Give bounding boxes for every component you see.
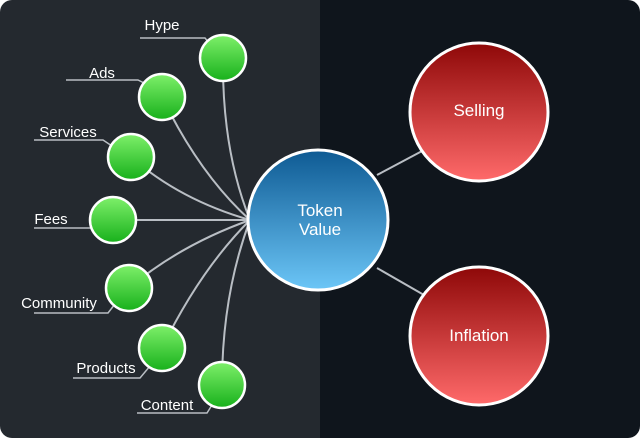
detractor-circle	[408, 41, 550, 183]
driver-circle	[197, 360, 247, 410]
detractor-label: Inflation	[449, 326, 509, 345]
driver-node-services: Services	[39, 124, 156, 182]
driver-label: Services	[39, 124, 97, 141]
label-leader-line	[34, 139, 113, 147]
driver-node-content: Content	[141, 360, 247, 414]
driver-circle	[198, 33, 248, 83]
detractor-node-inflation: Inflation	[408, 265, 550, 407]
driver-circle	[104, 263, 154, 313]
driver-label: Community	[21, 295, 97, 312]
driver-node-community: Community	[21, 263, 154, 313]
driver-circle	[88, 195, 138, 245]
connector-line	[376, 267, 425, 296]
driver-node-products: Products	[76, 323, 187, 377]
driver-label: Content	[141, 397, 194, 414]
label-underlines	[34, 37, 213, 414]
center-circle	[246, 148, 390, 292]
center-node-token-value: Token Value	[246, 148, 390, 292]
label-leader-line	[137, 404, 213, 414]
driver-node-hype: Hype	[144, 17, 248, 83]
center-label-line1: Token	[297, 201, 342, 220]
driver-label: Products	[76, 360, 135, 377]
driver-label: Ads	[89, 65, 115, 82]
driver-node-ads: Ads	[89, 65, 187, 122]
driver-circle	[137, 72, 187, 122]
driver-label: Hype	[144, 17, 179, 34]
detractor-circle	[408, 265, 550, 407]
driver-node-fees: Fees	[34, 195, 138, 245]
label-leader-line	[34, 303, 116, 314]
driver-circle	[106, 132, 156, 182]
connector-line	[376, 149, 425, 176]
driver-circle	[137, 323, 187, 373]
label-leader-line	[73, 365, 151, 379]
center-label-line2: Value	[299, 220, 341, 239]
detractor-node-selling: Selling	[408, 41, 550, 183]
detractor-label: Selling	[453, 101, 504, 120]
driver-label: Fees	[34, 211, 67, 228]
